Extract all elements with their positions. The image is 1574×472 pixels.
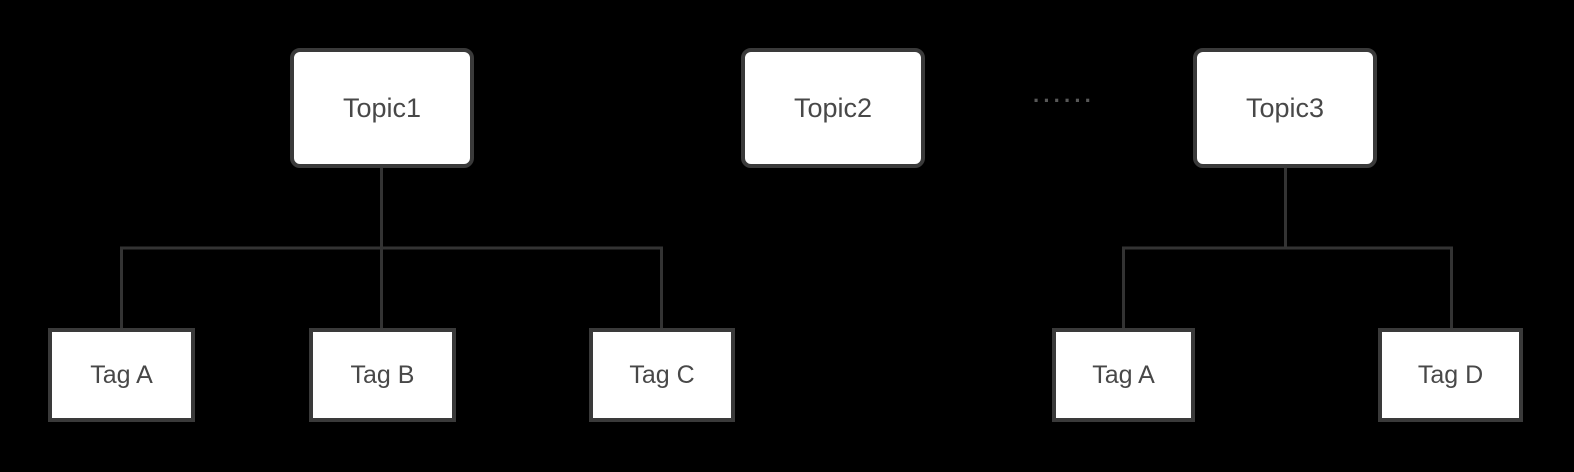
node-tag-d-label: Tag D: [1417, 360, 1484, 389]
connector-topic1-bus: [120, 246, 663, 328]
node-tag-a-right: Tag A: [1052, 328, 1195, 422]
node-tag-c-label: Tag C: [629, 360, 695, 389]
node-topic2: Topic2: [741, 48, 925, 168]
node-tag-b: Tag B: [309, 328, 456, 422]
node-tag-a-left: Tag A: [48, 328, 195, 422]
node-topic2-label: Topic2: [793, 92, 873, 123]
node-topic3: Topic3: [1193, 48, 1377, 168]
node-topic1: Topic1: [290, 48, 474, 168]
node-topic3-label: Topic3: [1245, 92, 1325, 123]
node-tag-a-left-label: Tag A: [90, 360, 153, 389]
node-tag-c: Tag C: [589, 328, 735, 422]
node-tag-b-label: Tag B: [350, 360, 415, 389]
node-topic1-label: Topic1: [342, 92, 422, 123]
connector-topic3-bus: [1122, 246, 1453, 328]
ellipsis-dots: ······: [1033, 88, 1095, 113]
node-tag-d: Tag D: [1378, 328, 1523, 422]
node-tag-a-right-label: Tag A: [1092, 360, 1155, 389]
